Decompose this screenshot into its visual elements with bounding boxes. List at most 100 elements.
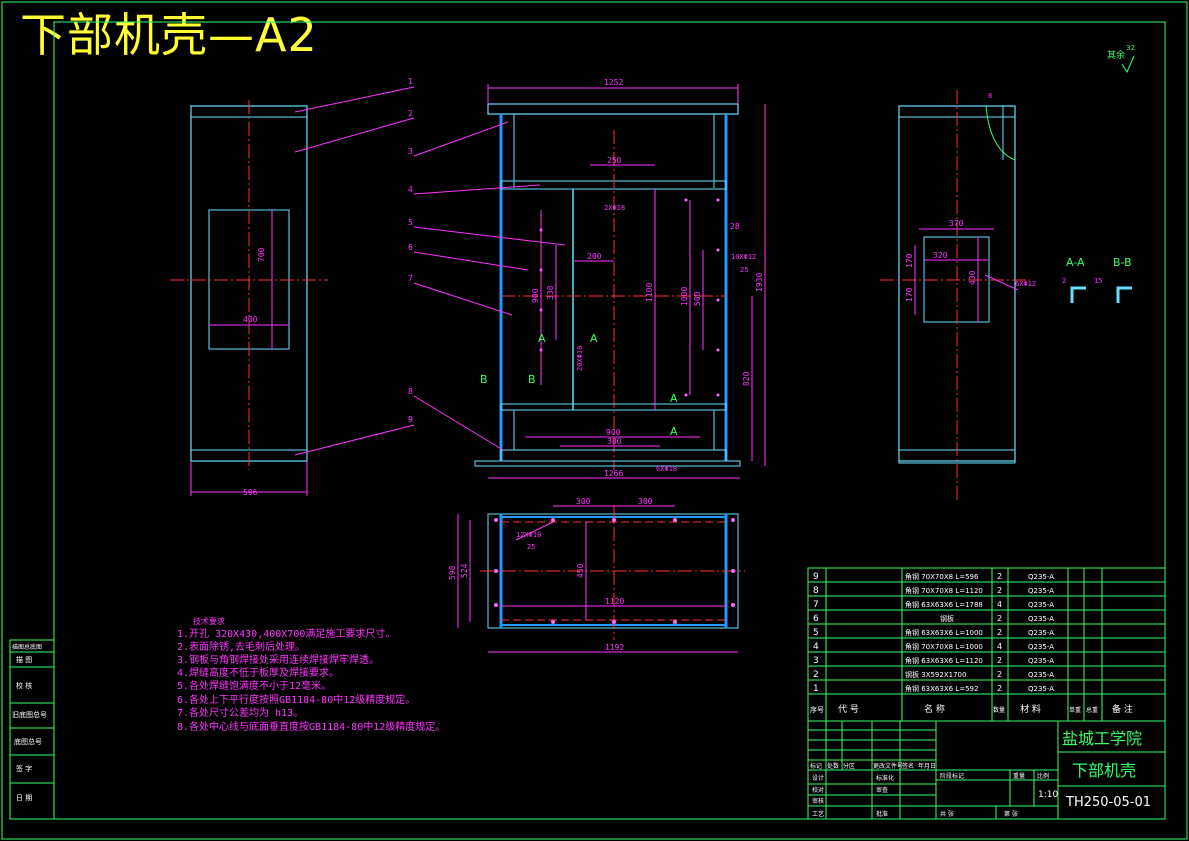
left-view: 596 700 400	[170, 86, 415, 497]
svg-text:2: 2	[997, 656, 1002, 665]
svg-text:签名: 签名	[902, 762, 914, 770]
note-top-25: 25	[527, 543, 535, 551]
dim-right-8: 8	[988, 92, 992, 100]
tech-item-5: 5.各处焊缝饱满度不小于12毫米。	[177, 679, 331, 692]
svg-text:设计: 设计	[812, 774, 824, 782]
dim-front-900: 900	[606, 428, 621, 437]
svg-text:角钢 70X70X8 L=1000: 角钢 70X70X8 L=1000	[905, 642, 983, 651]
svg-text:工艺: 工艺	[812, 810, 824, 818]
svg-text:序号: 序号	[810, 705, 824, 714]
tech-heading: 技术要求	[193, 616, 225, 626]
svg-text:分区: 分区	[843, 762, 855, 770]
svg-text:4: 4	[813, 642, 819, 652]
part-name: 下部机壳	[1072, 761, 1136, 780]
svg-text:2: 2	[997, 586, 1002, 595]
tech-item-7: 7.各处尺寸公差均为 h13。	[177, 706, 303, 719]
svg-text:Q235-A: Q235-A	[1028, 657, 1054, 665]
inner-border	[53, 21, 1166, 820]
bom-header: 序号 代 号 名 称 数量 材 料 单重 总重 备 注	[810, 703, 1133, 715]
dim-front-v4: 500	[693, 291, 702, 306]
part-no-1: 1	[408, 77, 413, 86]
svg-text:校对: 校对	[812, 786, 824, 794]
dim-left-opening-h: 700	[257, 247, 266, 262]
svg-text:年月日: 年月日	[918, 762, 936, 770]
svg-text:单重: 单重	[1069, 706, 1081, 714]
svg-text:角钢 63X63X6 L=1788: 角钢 63X63X6 L=1788	[905, 600, 983, 609]
svg-text:4: 4	[997, 642, 1002, 651]
svg-text:钢板 3X592X1700: 钢板 3X592X1700	[905, 670, 966, 679]
dim-front-28: 28	[730, 222, 740, 231]
bom-row: 3 角钢 63X63X6 L=1120 2 Q235-A	[813, 656, 1054, 666]
svg-text:Q235-A: Q235-A	[1028, 573, 1054, 581]
note-20x10: 20XΦ10	[576, 346, 584, 371]
roughness-symbol: 其余 32	[1107, 44, 1135, 74]
section-label-a-bottom2: A	[670, 425, 678, 438]
svg-text:6: 6	[813, 614, 819, 624]
strip-label-3: 旧底图总号	[12, 710, 47, 719]
dim-right-320: 320	[933, 251, 948, 260]
note-10x12: 10XΦ12	[731, 253, 756, 261]
svg-text:Q235-A: Q235-A	[1028, 671, 1054, 679]
part-no-8: 8	[408, 387, 413, 396]
section-label-a-right: A	[590, 332, 598, 345]
title-block: 盐城工学院 下部机壳 TH250-05-01 1:10 标记 处数 分区 更改文…	[807, 720, 1166, 820]
svg-text:3: 3	[813, 656, 819, 666]
svg-text:代 号: 代 号	[838, 704, 859, 715]
svg-text:角钢 70X70X8 L=1120: 角钢 70X70X8 L=1120	[905, 586, 983, 595]
svg-text:角钢 63X63X6 L=592: 角钢 63X63X6 L=592	[905, 684, 978, 693]
svg-text:名 称: 名 称	[924, 703, 945, 715]
dim-right-370: 370	[949, 219, 964, 228]
svg-text:更改文件号: 更改文件号	[873, 762, 903, 770]
drawing-number: TH250-05-01	[1065, 795, 1151, 810]
dim-front-v1: 900	[531, 288, 540, 303]
tech-requirements: 技术要求 1.开孔 320X430,400X700满足施工要求尺寸。 2.表面除…	[177, 616, 445, 733]
front-view: 1252 1266 1930 250 200 1100 820 900 380 …	[413, 78, 766, 479]
dim-front-height: 1930	[755, 273, 764, 292]
svg-text:8: 8	[813, 586, 819, 596]
svg-text:7: 7	[813, 600, 819, 610]
dim-section-15: 15	[1094, 277, 1102, 285]
svg-text:钢板: 钢板	[940, 614, 954, 623]
bom-row: 4 角钢 70X70X8 L=1000 4 Q235-A	[813, 642, 1054, 652]
dim-front-v2: 338	[546, 285, 555, 300]
strip-label-6: 日 期	[16, 794, 32, 802]
svg-text:Q235-A: Q235-A	[1028, 629, 1054, 637]
dim-front-820: 820	[742, 371, 751, 386]
note-6x18: 6XΦ18	[656, 465, 677, 473]
dim-top-450: 450	[576, 563, 585, 578]
svg-text:角钢 63X63X6 L=1120: 角钢 63X63X6 L=1120	[905, 656, 983, 665]
svg-text:2: 2	[997, 670, 1002, 679]
dim-front-250: 250	[607, 156, 622, 165]
svg-text:标记: 标记	[810, 762, 822, 770]
svg-text:处数: 处数	[827, 762, 839, 770]
svg-text:Q235-A: Q235-A	[1028, 643, 1054, 651]
roughness-value: 32	[1126, 44, 1135, 52]
tech-item-6: 6.各处上下平行度按照GB1184-80中12级精度规定。	[177, 693, 415, 706]
svg-text:2: 2	[997, 614, 1002, 623]
strip-label-0: 描图总底图	[12, 643, 42, 651]
svg-text:1: 1	[813, 684, 819, 694]
svg-text:数量: 数量	[993, 706, 1005, 714]
note-25: 25	[740, 266, 748, 274]
section-label-b-right: B	[528, 373, 536, 386]
note-2x18: 2XΦ18	[604, 204, 625, 212]
svg-text:Q235-A: Q235-A	[1028, 615, 1054, 623]
dim-front-1100: 1100	[645, 283, 654, 302]
svg-text:角钢 70X70X8 L=596: 角钢 70X70X8 L=596	[905, 572, 979, 581]
strip-label-1: 描 图	[16, 655, 32, 664]
svg-text:材 料: 材 料	[1020, 703, 1041, 715]
dim-front-top: 1252	[604, 78, 623, 87]
part-no-7: 7	[408, 274, 413, 283]
tech-item-2: 2.表面除锈,去毛刺后处理。	[177, 640, 305, 653]
svg-text:4: 4	[997, 600, 1002, 609]
dim-section-2: 2	[1062, 277, 1066, 285]
dim-right-430: 430	[968, 270, 977, 285]
left-strip: 描图总底图 描 图 校 核 旧底图总号 底图总号 签 字 日 期	[9, 639, 55, 820]
